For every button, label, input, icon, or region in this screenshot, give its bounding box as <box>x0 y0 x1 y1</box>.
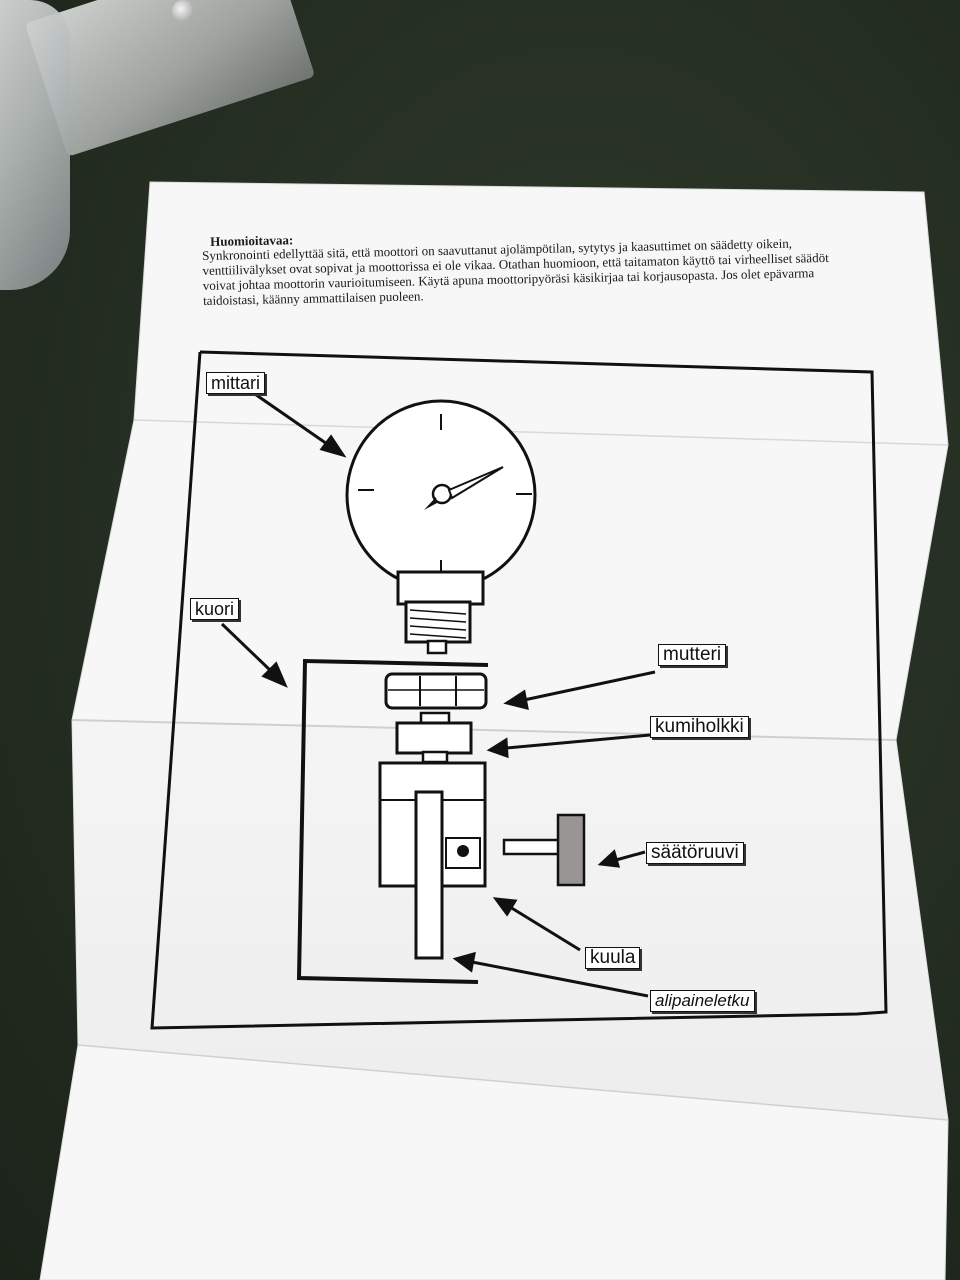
arrow-saatoruuvi <box>615 850 646 862</box>
screw-head <box>172 0 194 22</box>
arrow-mutteri <box>523 670 656 702</box>
label-kuori: kuori <box>190 598 240 620</box>
label-alipaineletku: alipaineletku <box>650 990 755 1012</box>
paper-fold-shade <box>72 720 948 1120</box>
gauge-needle-tail <box>424 497 437 510</box>
gauge-stem <box>396 570 485 606</box>
nut-drawing <box>384 672 488 710</box>
housing-outline <box>296 658 489 984</box>
arrow-kuori <box>220 622 274 674</box>
label-saatoruuvi: säätöruuvi <box>646 842 744 864</box>
paper-fold-line <box>133 419 949 446</box>
gauge-drawing <box>345 399 537 655</box>
gauge-needle <box>447 466 504 500</box>
arrow-kumiholkki <box>505 733 651 750</box>
diagram-frame <box>150 350 888 1030</box>
paper-fold-line <box>71 719 897 741</box>
paper-fold-line <box>77 1044 949 1121</box>
arrow-alipaineletku <box>471 960 649 998</box>
label-kumiholkki: kumiholkki <box>650 716 749 738</box>
gauge-nipple <box>426 639 448 655</box>
label-mutteri: mutteri <box>658 644 727 666</box>
valve-body-drawing <box>378 761 487 960</box>
arrow-mittari <box>251 390 331 448</box>
arrow-kuula <box>509 905 581 952</box>
adjusting-screw-drawing <box>502 813 586 887</box>
grommet-drawing <box>395 711 473 764</box>
label-mittari: mittari <box>206 372 265 394</box>
label-kuula: kuula <box>585 947 641 969</box>
plastic-bag <box>0 0 70 290</box>
